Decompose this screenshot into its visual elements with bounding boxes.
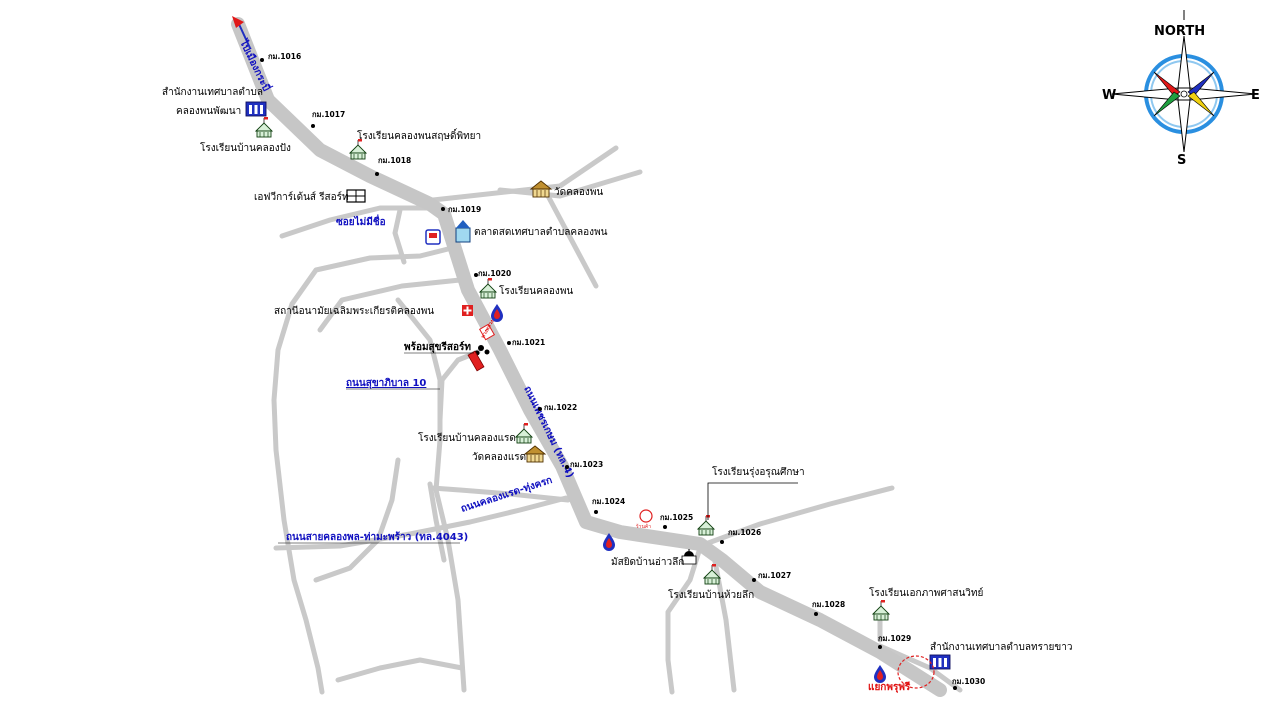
- km-1017: กม.1017: [312, 110, 345, 119]
- label-wat-khlong-phon: วัดคลองพน: [554, 187, 603, 198]
- label-municipal-office-1b: คลองพนพัฒนา: [176, 106, 241, 117]
- municipal-office-1-icon: [245, 101, 267, 117]
- label-junction: แยกพรุพรี: [868, 681, 911, 693]
- km-posts: กม.1016 กม.1017 กม.1018 กม.1019 กม.1020 …: [260, 52, 985, 690]
- fuel-station-1-icon: [491, 304, 503, 322]
- label-municipal-office-1: สำนักงานเทศบาลตำบล: [162, 87, 263, 98]
- label-market: ตลาดสดเทศบาลตำบลคลองพน: [474, 227, 608, 238]
- compass-north-label: NORTH: [1154, 24, 1205, 39]
- km-1025: กม.1025: [660, 513, 693, 522]
- label-resort-efgarden: เอฟวีการ์เด้นส์ รีสอร์ท: [254, 191, 349, 203]
- shop-icon: ร้านค้า: [636, 509, 653, 530]
- compass-west-label: W: [1102, 88, 1116, 103]
- mosque-icon: [681, 549, 697, 565]
- wat-khlong-phon-icon: [530, 180, 552, 198]
- highway-phetkasem: [231, 17, 947, 697]
- compass-south-label: S: [1177, 153, 1186, 168]
- school-rung-aroon-icon: [697, 514, 715, 536]
- compass-rose: [1111, 10, 1257, 153]
- km-1019: กม.1019: [448, 205, 481, 214]
- road-label-4043: ถนนสายคลองพล-ท่ามะพร้าว (ทล.4043): [286, 531, 468, 543]
- leader-rung-aroon: [707, 482, 798, 520]
- km-1018: กม.1018: [378, 156, 411, 165]
- km-1016: กม.1016: [268, 52, 301, 61]
- label-school-ekkaphap: โรงเรียนเอกภาพศาสนวิทย์: [869, 586, 983, 599]
- km-1030: กม.1030: [952, 677, 985, 686]
- road-label-khlong-haeng: ถนนคลองแรด-ทุ่งครก: [459, 474, 554, 515]
- label-municipal-office-2: สำนักงานเทศบาลตำบลทรายขาว: [930, 642, 1072, 653]
- school-khlong-phon-sunthorn-icon: [349, 138, 367, 160]
- health-station-icon: [462, 305, 473, 316]
- side-roads: [271, 145, 963, 695]
- bus-stop-icon: [425, 229, 441, 245]
- school-ban-khlong-pang-icon: [255, 116, 273, 138]
- km-1020: กม.1020: [478, 269, 511, 278]
- market-icon: [455, 220, 471, 243]
- compass-east-label: E: [1251, 88, 1260, 103]
- km-1022: กม.1022: [544, 403, 577, 412]
- fuel-station-3-icon: [874, 665, 886, 683]
- label-school-khlong-phon: โรงเรียนคลองพน: [499, 284, 573, 297]
- school-khlong-phon-icon: [479, 277, 497, 299]
- school-ekkaphap-icon: [872, 599, 890, 621]
- label-mosque: มัสยิดบ้านอ่าวลึก: [611, 556, 684, 568]
- km-1021: กม.1021: [512, 338, 545, 347]
- school-ban-khlong-haeng-icon: [515, 422, 533, 444]
- shop-sign-text: ร้านค้า: [636, 523, 652, 530]
- label-resort-phromsuk: พร้อมสุขรีสอร์ท: [404, 341, 471, 353]
- km-1028: กม.1028: [812, 600, 845, 609]
- arrow-to-krabi: [232, 16, 251, 49]
- km-1029: กม.1029: [878, 634, 911, 643]
- road-label-sukhaphiban-10: ถนนสุขาภิบาล 10: [346, 377, 426, 389]
- road-label-no-name-soi: ซอยไม่มีชื่อ: [336, 214, 386, 228]
- label-health-station: สถานีอนามัยเฉลิมพระเกียรติคลองพน: [274, 305, 434, 317]
- label-school-ban-khlong-haeng: โรงเรียนบ้านคลองแรด: [418, 431, 516, 444]
- phromsuk-resort-marker: [467, 350, 485, 372]
- label-school-khlong-phon-sunthorn: โรงเรียนคลองพนสฤษดิ์พิทยา: [357, 128, 481, 142]
- wat-khlong-haeng-icon: [524, 445, 546, 463]
- km-1027: กม.1027: [758, 571, 791, 580]
- label-school-rung-aroon: โรงเรียนรุ่งอรุณศึกษา: [712, 465, 805, 478]
- resort-efgarden-icon: [346, 189, 366, 203]
- label-school-ban-huai-luek: โรงเรียนบ้านห้วยลึก: [668, 588, 754, 601]
- label-school-ban-khlong-pang: โรงเรียนบ้านคลองปัง: [200, 141, 291, 154]
- label-wat-khlong-haeng: วัดคลองแรด: [472, 452, 526, 463]
- km-1024: กม.1024: [592, 497, 625, 506]
- km-1026: กม.1026: [728, 528, 761, 537]
- junction-circle: [897, 655, 935, 689]
- km-1023: กม.1023: [570, 460, 603, 469]
